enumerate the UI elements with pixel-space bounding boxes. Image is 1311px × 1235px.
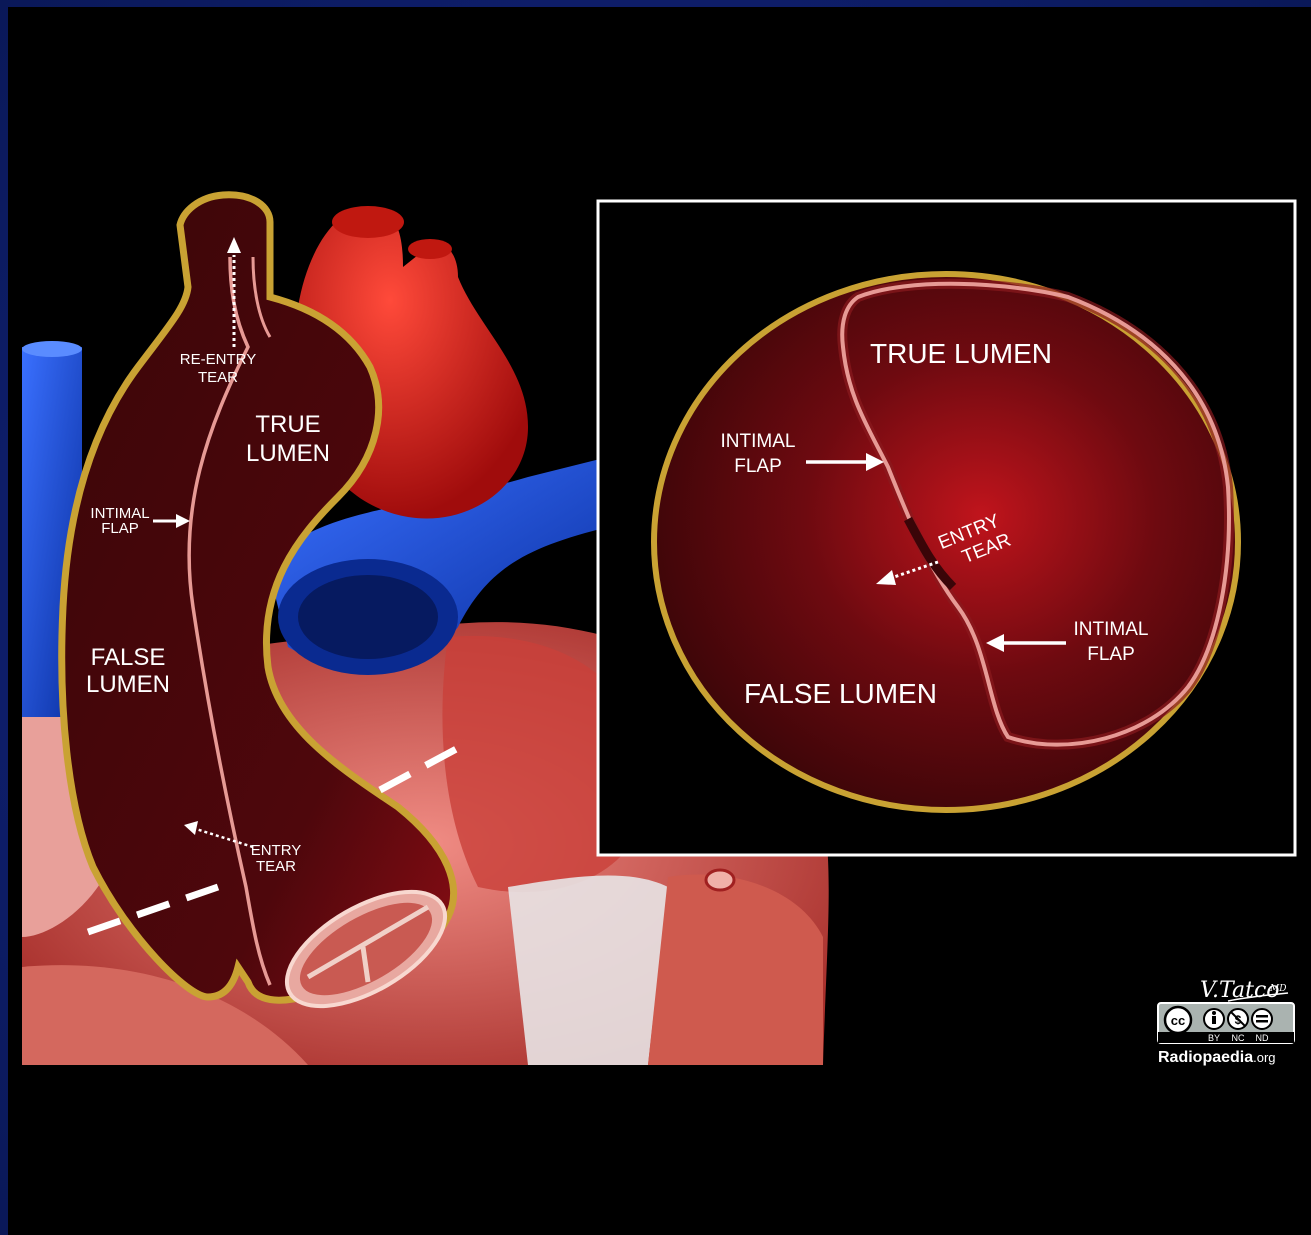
author-signature: V.Tatco MD: [1200, 978, 1288, 1003]
entry-tear-label-line2: TEAR: [256, 858, 296, 875]
inset-intimal-flap-left-line1: INTIMAL: [721, 431, 796, 452]
true-lumen-label-line2: LUMEN: [246, 440, 330, 467]
svg-text:MD: MD: [1269, 984, 1286, 994]
inset-intimal-flap-left-line2: FLAP: [734, 456, 782, 477]
cc-license-badge: cc $ BY NC ND: [1158, 1003, 1294, 1043]
reentry-tear-label-line2: TEAR: [198, 369, 238, 386]
intimal-flap-label-line2: FLAP: [101, 520, 139, 537]
slide-background: RE-ENTRY TEAR TRUE LUMEN INTIMAL FLAP FA…: [8, 7, 1311, 1235]
false-lumen-label-line2: LUMEN: [86, 671, 170, 698]
entry-tear-label-line1: ENTRY: [251, 842, 302, 859]
svg-text:cc: cc: [1171, 1013, 1185, 1028]
cross-section-inset: [598, 201, 1295, 855]
source-name: Radiopaedia: [1158, 1049, 1253, 1066]
inset-false-lumen-label: FALSE LUMEN: [744, 678, 937, 709]
source-tld: .org: [1253, 1050, 1275, 1065]
inset-true-lumen-label: TRUE LUMEN: [870, 338, 1052, 369]
inset-intimal-flap-right-line1: INTIMAL: [1074, 619, 1149, 640]
cc-by-label: BY: [1208, 1033, 1220, 1043]
reentry-tear-label-line1: RE-ENTRY: [180, 351, 256, 368]
nd-icon: [1252, 1009, 1272, 1029]
inset-intimal-flap-right-line2: FLAP: [1087, 644, 1135, 665]
false-lumen-label-line1: FALSE: [91, 644, 166, 671]
cc-nc-label: NC: [1232, 1033, 1245, 1043]
aortic-dissection-diagram: RE-ENTRY TEAR TRUE LUMEN INTIMAL FLAP FA…: [8, 7, 1311, 1235]
true-lumen-label-line1: TRUE: [255, 411, 320, 438]
source-credit: Radiopaedia.org: [1158, 1049, 1276, 1066]
cc-nd-label: ND: [1256, 1033, 1269, 1043]
